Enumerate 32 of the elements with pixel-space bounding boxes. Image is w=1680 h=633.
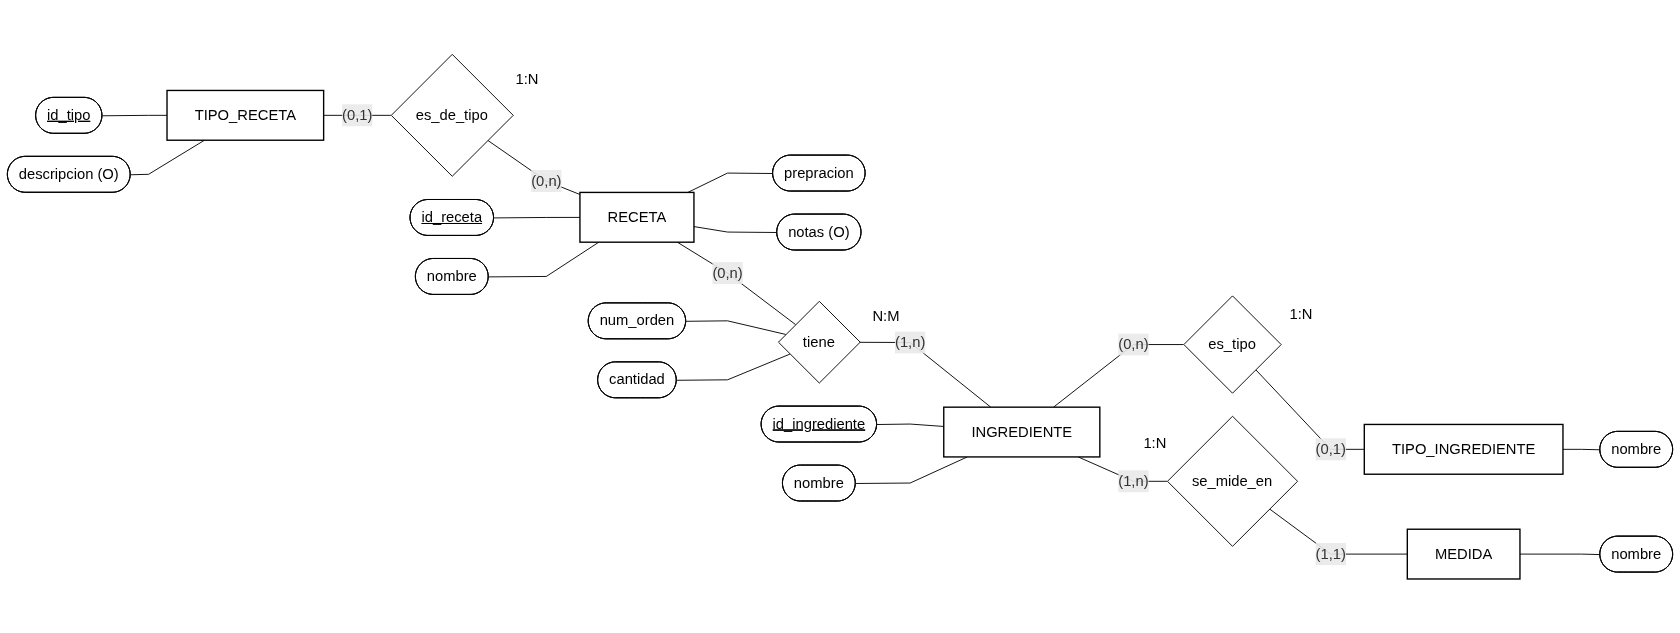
node-label: 1:N: [1143, 434, 1167, 451]
node-box: RECETA: [579, 191, 695, 243]
connector: [693, 225, 778, 233]
edge-label: (1,n): [895, 334, 926, 350]
node-diamond: tiene: [778, 300, 861, 384]
edge-label: (0,n): [1118, 336, 1149, 352]
edge-label: (1,1): [1315, 545, 1346, 562]
node-box: TIPO_INGREDIENTE: [1363, 423, 1564, 475]
node-label: N:M: [872, 307, 900, 324]
node-diamond: es_tipo: [1183, 295, 1282, 394]
edge-label: (0,n): [531, 172, 562, 189]
node-box: TIPO_RECETA: [166, 89, 325, 141]
node-diamond: se_mide_en: [1167, 415, 1299, 547]
node-box: INGREDIENTE: [943, 406, 1101, 458]
connector: [1519, 553, 1601, 555]
edge-label: (0,1): [342, 106, 373, 123]
connector: [687, 172, 774, 193]
edge-label: (1,n): [1118, 472, 1149, 489]
edge-label: (0,1): [1315, 440, 1346, 457]
connector: [488, 241, 600, 278]
node-diamond: es_de_tipo: [390, 53, 514, 177]
edge-label: (0,n): [712, 264, 743, 281]
connector: [676, 353, 791, 381]
connector: [130, 139, 205, 176]
connector: [1562, 448, 1601, 451]
node-label: 1:N: [1289, 306, 1313, 322]
node-label: 1:N: [515, 70, 539, 87]
node-box: MEDIDA: [1406, 528, 1521, 580]
connector: [685, 320, 787, 335]
connector: [101, 114, 168, 117]
connector: [855, 456, 968, 484]
connector: [676, 241, 797, 325]
